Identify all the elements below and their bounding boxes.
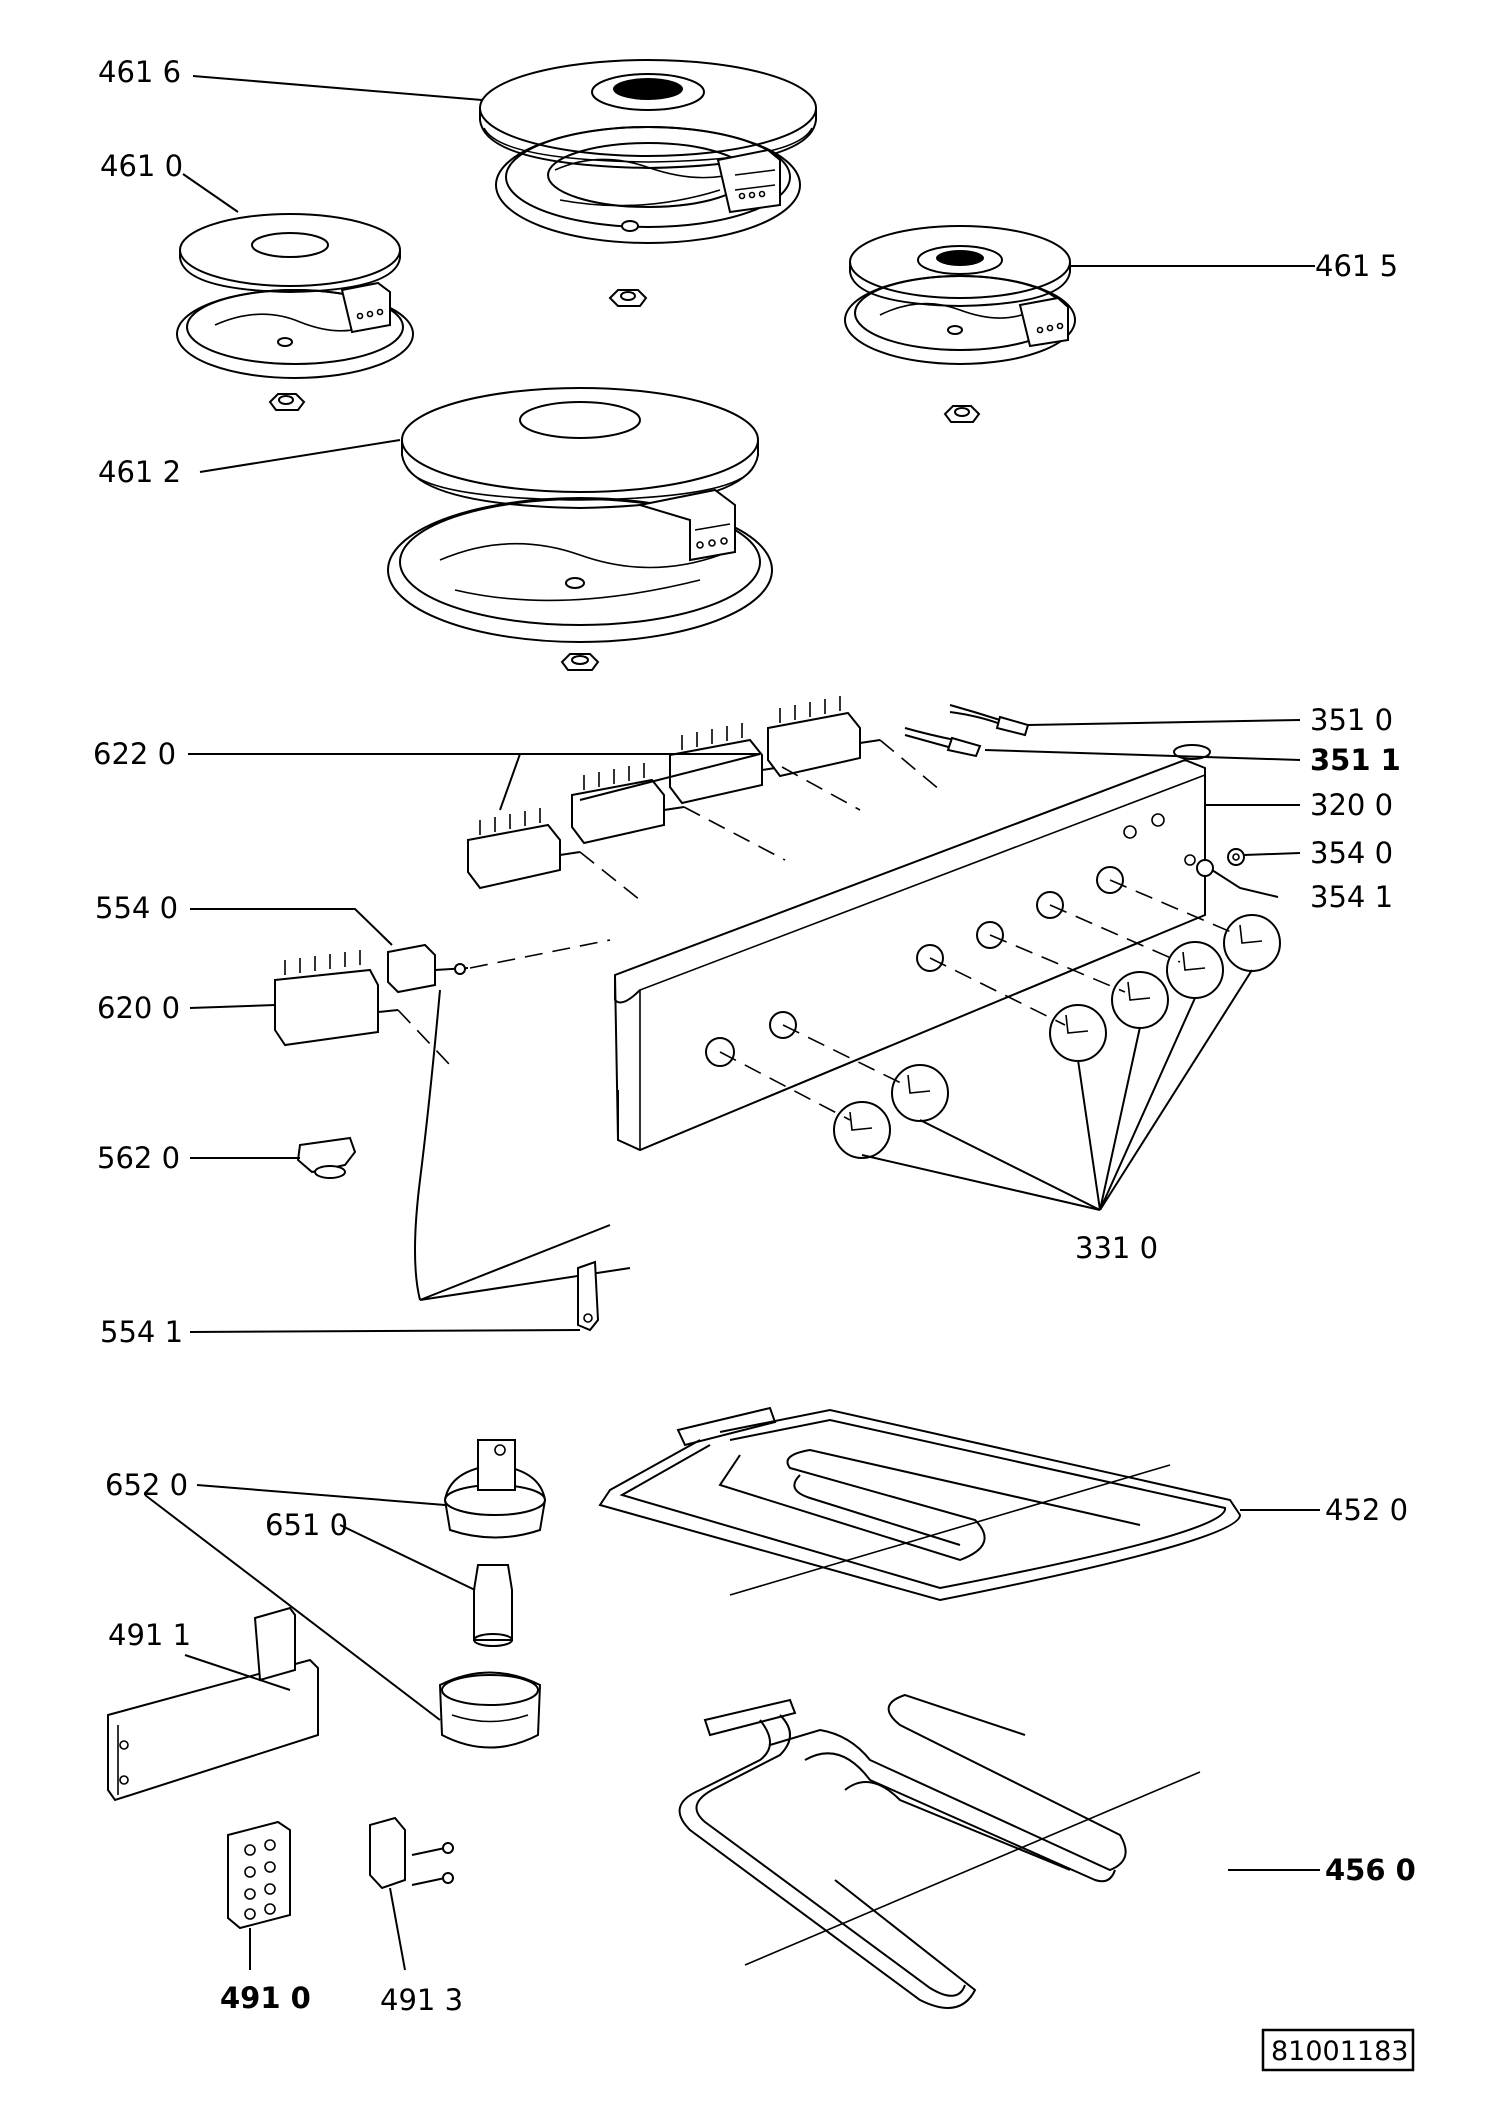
thermostat-5540: [387, 939, 631, 1332]
knob: [1111, 971, 1169, 1029]
switch: [669, 723, 783, 805]
knob: [1166, 941, 1224, 999]
control-panel-3200: [613, 744, 1245, 1152]
hotplate-4615: [844, 225, 1076, 423]
document-id: 81001183: [1271, 2036, 1408, 2067]
part-label-4615: 461 5: [1315, 249, 1398, 283]
part-label-3511: 351 1: [1310, 743, 1401, 777]
clamp-4913: [369, 1816, 454, 1890]
knob: [891, 1064, 949, 1122]
heating-element-4520: [598, 1406, 1242, 1602]
part-label-4612: 461 2: [98, 455, 181, 489]
lamp-parts: [438, 1439, 547, 1749]
part-label-6520: 652 0: [105, 1468, 188, 1502]
hotplate-4612: [387, 387, 773, 671]
part-label-6200: 620 0: [97, 991, 180, 1025]
part-label-3310: 331 0: [1075, 1231, 1158, 1265]
clip-5620: [296, 1136, 357, 1179]
knob: [1049, 1004, 1107, 1062]
part-label-3200: 320 0: [1310, 788, 1393, 822]
switch: [467, 808, 581, 890]
part-label-6510: 651 0: [265, 1508, 348, 1542]
part-label-3510: 351 0: [1310, 703, 1393, 737]
part-label-4910: 491 0: [220, 1981, 311, 2015]
part-label-3541: 354 1: [1310, 880, 1393, 914]
part-label-5620: 562 0: [97, 1141, 180, 1175]
part-label-5541: 554 1: [100, 1315, 183, 1349]
part-label-5540: 554 0: [95, 891, 178, 925]
part-labels: 461 6 461 0 461 5 461 2 622 0 351 0 351 …: [93, 55, 1416, 2017]
part-label-4913: 491 3: [380, 1983, 463, 2017]
bracket-4911: [107, 1606, 319, 1802]
part-label-4616: 461 6: [98, 55, 181, 89]
hotplate-4610: [176, 213, 414, 411]
part-label-4610: 461 0: [100, 149, 183, 183]
document-id-box: 81001183: [1261, 2028, 1415, 2072]
terminal-block-4910: [227, 1820, 291, 1930]
part-label-4560: 456 0: [1325, 1853, 1416, 1887]
part-label-4520: 452 0: [1325, 1493, 1408, 1527]
knob: [1223, 914, 1281, 972]
part-label-4911: 491 1: [108, 1618, 191, 1652]
grill-element-4560: [678, 1693, 1201, 2009]
switch-6200: [274, 950, 451, 1066]
connectors-3510: [904, 704, 1030, 758]
part-label-3540: 354 0: [1310, 836, 1393, 870]
hotplate-4616: [479, 59, 817, 307]
switch: [571, 763, 685, 845]
knob: [833, 1101, 891, 1159]
part-label-6220: 622 0: [93, 737, 176, 771]
selector-switches-6220: [467, 696, 941, 901]
leader-lines: [144, 75, 1320, 1971]
switch: [767, 696, 881, 778]
